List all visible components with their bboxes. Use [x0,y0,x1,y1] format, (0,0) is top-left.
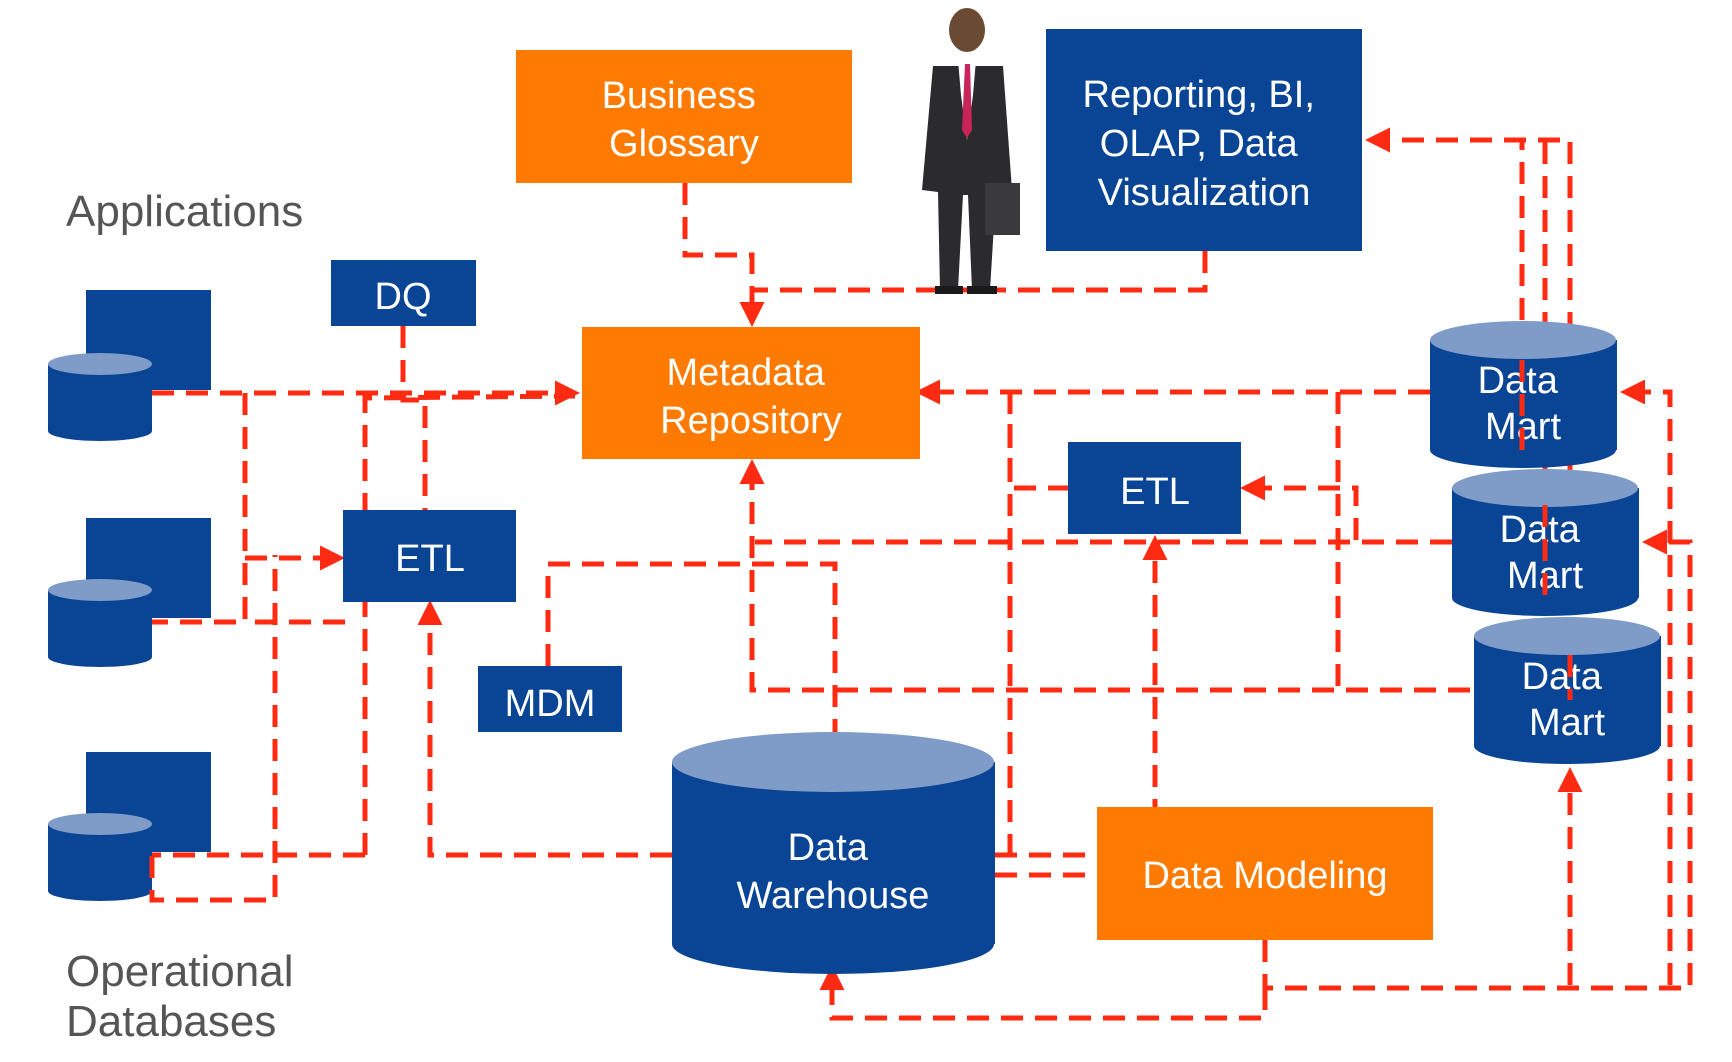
svg-text:Metadata Repository: Metadata Repository [660,352,842,442]
data-mart-3-node: Data Mart [1474,617,1661,764]
reporting-to-metadata-line [752,251,1208,293]
data-warehouse-node: Data Warehouse [672,732,995,974]
svg-text:Business Glossary: Business Glossary [602,75,767,165]
svg-text:Data Warehouse: Data Warehouse [737,827,930,917]
mdm-node: MDM [478,666,622,732]
app3-bus-line [149,555,278,903]
dq-node: DQ [331,260,476,326]
right-bus-to-mart2 [1642,529,1693,985]
business-glossary-node: Business Glossary [516,50,852,183]
modeling-to-warehouse-flow [819,965,1268,1021]
marts-to-reporting-flow [1365,127,1573,640]
flow-connectors [149,127,1693,1021]
businessman-figure [922,8,1020,294]
modeling-bottom-bus [1262,940,1690,991]
glossary-to-metadata-flow [682,183,765,327]
data-mart-1-node: Data Mart [1430,321,1617,468]
svg-text:ETL: ETL [395,538,465,580]
etl-to-metadata-flow [152,393,576,858]
mart-overlay-lines [1519,360,1573,700]
svg-text:ETL: ETL [1120,471,1190,513]
marts-to-etl-flow [1240,475,1359,540]
etl-right-to-metadata [1007,392,1070,491]
mdm-to-warehouse-line [545,561,838,732]
svg-text:Data Modeling: Data Modeling [1142,855,1387,897]
marts-to-metadata-flow [739,459,1470,693]
svg-text:MDM: MDM [505,683,596,725]
application-database-icon [48,752,211,901]
right-bus-to-mart1 [1620,379,1673,985]
applications-label: Applications [66,187,303,236]
operational-label: Operational Databases [66,947,306,1046]
reporting-bi-node: Reporting, BI, OLAP, Data Visualization [1046,29,1362,251]
metadata-repository-node: Metadata Repository [582,327,920,459]
etl-left-node: ETL [343,510,516,602]
dq-to-etl-line [400,326,428,510]
data-modeling-node: Data Modeling [1097,807,1433,940]
etl-right-node: ETL [1068,442,1241,534]
application-database-icon [48,290,211,441]
svg-text:Data Mart: Data Mart [1522,656,1613,744]
application-database-icon [48,518,211,667]
svg-text:DQ: DQ [375,276,432,318]
warehouse-to-etl-flow [417,600,672,858]
svg-text:Reporting, BI, OLAP, Dat: Reporting, BI, OLAP, Data Visualization [1083,74,1326,214]
apps-bus-line [152,393,248,625]
